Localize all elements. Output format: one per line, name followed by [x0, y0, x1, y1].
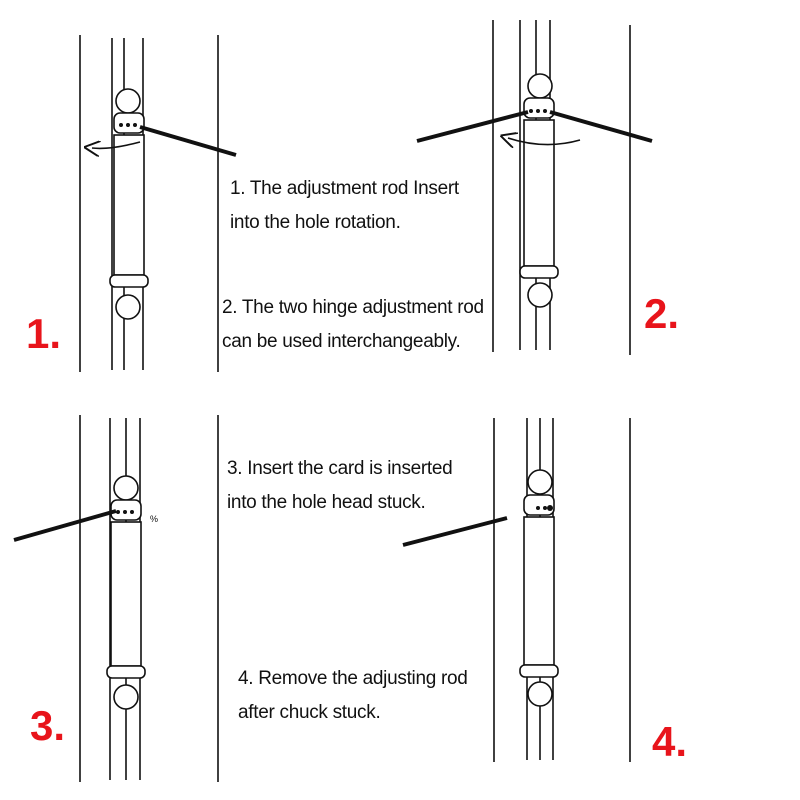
panel-3-hinge: %: [13, 415, 219, 782]
panel-2-hinge: [416, 20, 653, 355]
instruction-4-line2: after chuck stuck.: [238, 702, 381, 723]
instruction-1: 1. The adjustment rod Insert into the ho…: [230, 172, 459, 240]
instruction-3-line2: into the hole head stuck.: [227, 492, 426, 513]
instruction-4: 4. Remove the adjusting rod after chuck …: [238, 662, 468, 730]
instruction-2-line1: 2. The two hinge adjustment rod: [222, 297, 484, 318]
svg-text:%: %: [150, 514, 158, 524]
instruction-2-line2: can be used interchangeably.: [222, 331, 461, 352]
step-label-1: 1.: [26, 310, 62, 357]
panel-1-hinge: [79, 35, 237, 372]
instruction-3-line1: 3. Insert the card is inserted: [227, 458, 453, 479]
instruction-4-line1: 4. Remove the adjusting rod: [238, 668, 468, 689]
instruction-3: 3. Insert the card is inserted into the …: [227, 452, 453, 520]
step-label-3: 3.: [30, 702, 66, 749]
instruction-2: 2. The two hinge adjustment rod can be u…: [222, 291, 484, 359]
step-label-4: 4.: [652, 718, 688, 765]
step-label-2: 2.: [644, 290, 680, 337]
instruction-1-line1: 1. The adjustment rod Insert: [230, 178, 459, 199]
instruction-1-line2: into the hole rotation.: [230, 212, 401, 233]
panel-4-hinge: [402, 418, 631, 762]
